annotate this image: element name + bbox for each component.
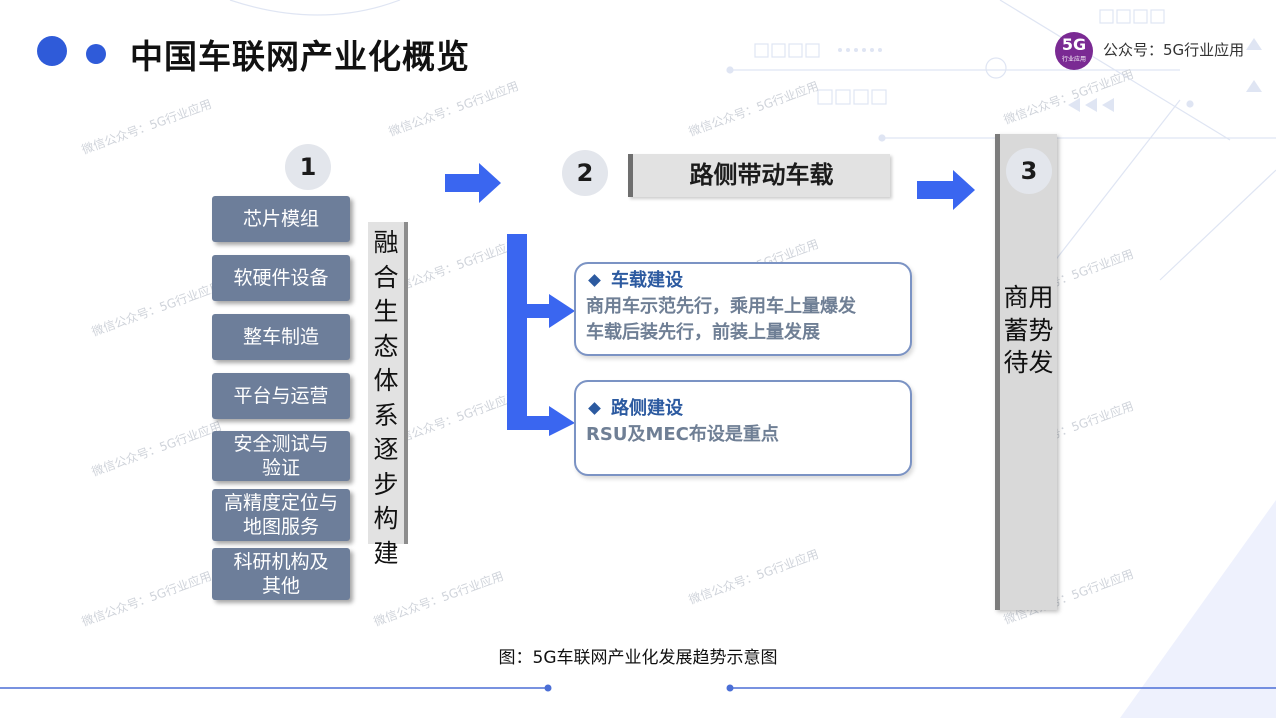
vehicle-title: 车载建设 <box>611 270 683 291</box>
vehicle-line: 车载后装先行，前装上量发展 <box>586 322 820 343</box>
ecosystem-label: 融合生态体系逐步构建 <box>368 222 408 568</box>
vehicle-line: 商用车示范先行，乘用车上量爆发 <box>586 296 856 317</box>
roadside-line: RSU及MEC布设是重点 <box>586 424 779 445</box>
title-bullet-dot <box>37 36 67 66</box>
category-box: 高精度定位与地图服务 <box>212 489 350 541</box>
category-box: 软硬件设备 <box>212 255 350 301</box>
page-title: 中国车联网产业化概览 <box>130 37 470 76</box>
step-number-2: 2 <box>562 150 608 196</box>
category-box: 平台与运营 <box>212 373 350 419</box>
roadside-title: 路侧建设 <box>611 398 683 419</box>
roadside-header: 路侧带动车载 <box>628 154 890 197</box>
vehicle-construction-box: 车载建设 商用车示范先行，乘用车上量爆发 车载后装先行，前装上量发展 <box>574 262 912 356</box>
step-number-3: 3 <box>1006 148 1052 194</box>
arrow-right-icon <box>917 170 975 210</box>
step-number-1: 1 <box>285 144 331 190</box>
category-box: 安全测试与验证 <box>212 431 350 481</box>
title-bullet-dot <box>86 44 106 64</box>
branch-arrow-icon <box>507 234 575 436</box>
account-label: 公众号：5G行业应用 <box>1103 41 1245 59</box>
category-box: 整车制造 <box>212 314 350 360</box>
commercial-label: 商用蓄势待发 <box>995 134 1057 610</box>
brand-logo: 5G 行业应用 <box>1055 32 1093 70</box>
arrow-right-icon <box>445 163 501 203</box>
logo-subtext: 行业应用 <box>1061 56 1086 63</box>
category-box: 芯片模组 <box>212 196 350 242</box>
diamond-bullet-icon <box>588 401 601 415</box>
diamond-bullet-icon <box>588 273 601 287</box>
roadside-construction-box: 路侧建设 RSU及MEC布设是重点 <box>574 380 912 476</box>
logo-text: 5G <box>1061 35 1087 54</box>
category-box: 科研机构及其他 <box>212 548 350 600</box>
figure-caption: 图：5G车联网产业化发展趋势示意图 <box>498 648 778 668</box>
